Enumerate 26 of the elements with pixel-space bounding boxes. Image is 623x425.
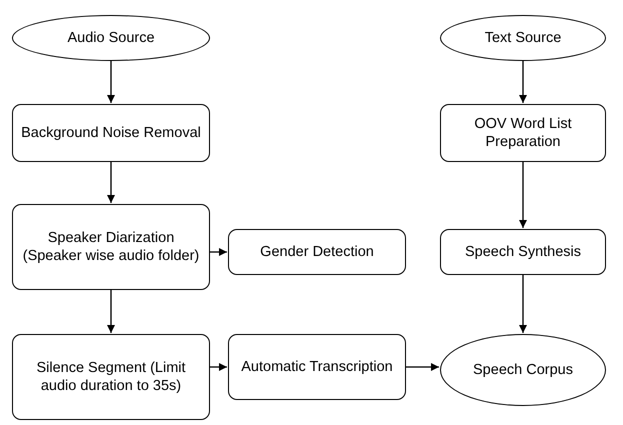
node-label: OOV Word List Preparation bbox=[473, 114, 573, 152]
process-box bbox=[228, 334, 406, 400]
node-label: Speech Synthesis bbox=[464, 242, 582, 262]
node-label: Silence Segment (Limit audio duration to 35s) bbox=[35, 358, 187, 396]
process-box bbox=[228, 229, 406, 275]
node-label: Gender Detection bbox=[260, 242, 374, 262]
arrow bbox=[519, 61, 527, 103]
process-box bbox=[12, 204, 210, 290]
process-box bbox=[12, 104, 210, 162]
process-box bbox=[440, 229, 606, 275]
arrow bbox=[107, 290, 115, 333]
arrow bbox=[210, 248, 227, 256]
node-label: Audio Source bbox=[67, 28, 155, 48]
node-label: Speaker Diarization (Speaker wise audio folder) bbox=[22, 228, 200, 266]
process-box bbox=[12, 334, 210, 420]
arrow bbox=[519, 275, 527, 333]
node-label: Automatic Transcription bbox=[241, 358, 393, 376]
arrow bbox=[210, 363, 227, 371]
arrow bbox=[107, 61, 115, 103]
arrow bbox=[519, 162, 527, 228]
node-label: Speech Corpus bbox=[473, 360, 573, 380]
process-box bbox=[440, 104, 606, 162]
node-label: Text Source bbox=[484, 28, 562, 48]
arrow bbox=[406, 363, 439, 371]
arrow bbox=[107, 162, 115, 203]
node-label: Background Noise Removal bbox=[21, 124, 201, 142]
